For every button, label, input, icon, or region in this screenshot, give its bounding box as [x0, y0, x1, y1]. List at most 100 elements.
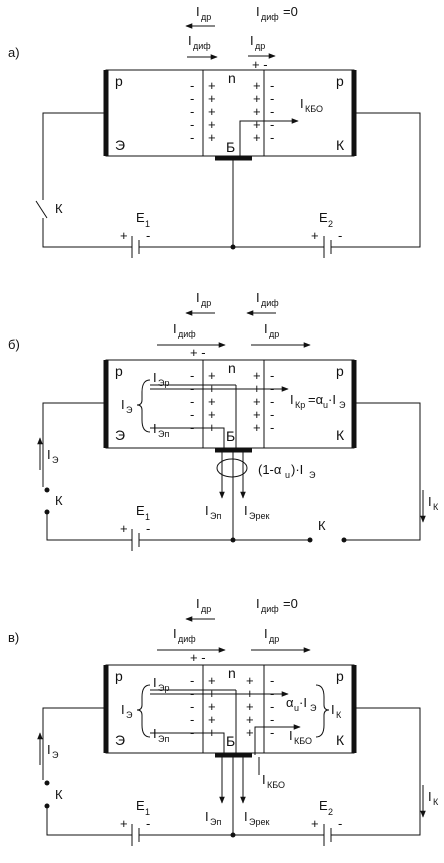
svg-text:+: + — [253, 368, 261, 383]
svg-text:-: - — [270, 420, 274, 435]
panel-c-alpha: α u ·I Э — [286, 695, 317, 713]
svg-text:Э: Э — [52, 455, 59, 465]
svg-text:·I: ·I — [299, 695, 307, 710]
svg-text:u: u — [285, 470, 290, 480]
svg-text:-: - — [190, 130, 194, 145]
panel-b-region-right: p — [336, 363, 344, 379]
svg-text:-: - — [270, 673, 274, 688]
svg-text:+: + — [208, 78, 216, 93]
panel-c-label: в) — [8, 630, 19, 645]
panel-b-iep: I Эр — [150, 370, 289, 392]
svg-text:-: - — [270, 725, 274, 740]
panel-b-collector: К — [336, 427, 345, 443]
svg-text:I: I — [290, 392, 294, 407]
svg-text:+: + — [120, 816, 128, 831]
panel-b-i-dr-mid: I др — [251, 321, 311, 348]
panel-b-left-current: I Э — [37, 437, 59, 470]
svg-text:др: др — [269, 329, 279, 339]
svg-text:Эп: Эп — [158, 734, 169, 744]
svg-text:I: I — [121, 702, 125, 717]
svg-text:Кр: Кр — [295, 400, 305, 410]
svg-text:-: - — [190, 712, 194, 727]
svg-text:I: I — [428, 494, 432, 509]
svg-text:+: + — [253, 394, 261, 409]
panel-a-i-dif-mid: I диф — [187, 33, 218, 60]
svg-text:-: - — [270, 130, 274, 145]
svg-text:-: - — [146, 228, 150, 243]
svg-text:+: + — [253, 420, 261, 435]
svg-text:-: - — [338, 228, 342, 243]
svg-text:др: др — [201, 298, 211, 308]
svg-text:Э: Э — [52, 750, 59, 760]
panel-a-battery-e2: + E 2 - — [311, 210, 342, 243]
panel-c-right-current: I К — [420, 785, 439, 818]
panel-c-region-left: p — [115, 668, 123, 684]
svg-text:+: + — [311, 228, 319, 243]
svg-text:др: др — [201, 12, 211, 22]
panel-a-emitter: Э — [115, 137, 125, 153]
svg-text:E: E — [319, 798, 328, 813]
svg-text:+: + — [246, 673, 254, 688]
svg-text:I: I — [428, 789, 432, 804]
svg-text:+ -: + - — [190, 345, 206, 360]
panel-c-ikbo-inner: I КБО — [254, 724, 312, 755]
svg-text:E: E — [319, 210, 328, 225]
svg-text:I: I — [173, 321, 177, 336]
svg-text:+: + — [253, 78, 261, 93]
svg-text:E: E — [136, 798, 145, 813]
svg-text:I: I — [47, 742, 51, 757]
panel-b-ien-bottom: I Эп — [205, 503, 221, 521]
panel-c-left-current: I Э — [37, 732, 59, 765]
panel-c: в) I др I диф =0 I диф + - I др p n — [8, 596, 439, 846]
svg-text:+: + — [253, 91, 261, 106]
svg-text:др: др — [269, 634, 279, 644]
svg-text:+: + — [208, 117, 216, 132]
svg-text:диф: диф — [178, 634, 196, 644]
svg-text:I: I — [244, 503, 248, 518]
svg-text:+: + — [253, 130, 261, 145]
svg-text:+: + — [311, 816, 319, 831]
panel-b-ikp: I Кр =α u ·I Э — [290, 392, 346, 410]
svg-text:К: К — [433, 502, 439, 512]
panel-b-ie-left: I Э — [121, 397, 133, 415]
svg-text:I: I — [264, 626, 268, 641]
svg-text:I: I — [121, 397, 125, 412]
panel-a-base: Б — [226, 139, 235, 155]
svg-text:I: I — [196, 596, 200, 611]
svg-text:+: + — [208, 368, 216, 383]
panel-a-i-dif-zero: I диф =0 — [256, 4, 298, 22]
panel-a: а) I др I диф =0 I диф I др + - — [8, 4, 421, 258]
svg-text:+: + — [120, 228, 128, 243]
panel-b-ien: I Эп — [150, 421, 225, 448]
panel-b-base-formula: (1-α u )·I Э — [258, 462, 316, 480]
svg-text:)·I: )·I — [291, 462, 303, 477]
svg-text:E: E — [136, 210, 145, 225]
svg-text:Э: Э — [309, 470, 316, 480]
svg-text:К: К — [433, 797, 439, 807]
svg-text:I: I — [244, 809, 248, 824]
svg-text:u: u — [294, 703, 299, 713]
panel-b-ierek-bottom: I Эрек — [244, 503, 269, 521]
svg-text:+ -: + - — [190, 650, 206, 665]
svg-text:-: - — [270, 712, 274, 727]
panel-c-i-dr-top: I др — [185, 596, 215, 622]
svg-text:др: др — [201, 604, 211, 614]
svg-text:+: + — [208, 712, 216, 727]
svg-text:=0: =0 — [283, 596, 298, 611]
panel-b-switch-bottom: К — [318, 518, 326, 533]
svg-text:-: - — [190, 104, 194, 119]
panel-b-battery-e1: + E 1 - — [120, 503, 150, 536]
svg-text:I: I — [289, 728, 293, 743]
panel-a-battery-e1: + E 1 - — [120, 210, 150, 243]
svg-text:КБО: КБО — [294, 736, 312, 746]
svg-text:I: I — [256, 596, 260, 611]
svg-text:-: - — [190, 407, 194, 422]
svg-text:+: + — [208, 130, 216, 145]
panel-a-label: а) — [8, 45, 20, 60]
svg-text:=0: =0 — [283, 4, 298, 19]
svg-text:+: + — [120, 521, 128, 536]
panel-b-right-current: I К — [420, 490, 439, 523]
panel-c-ikbo-base: I КБО — [262, 772, 285, 790]
svg-text:I: I — [196, 290, 200, 305]
